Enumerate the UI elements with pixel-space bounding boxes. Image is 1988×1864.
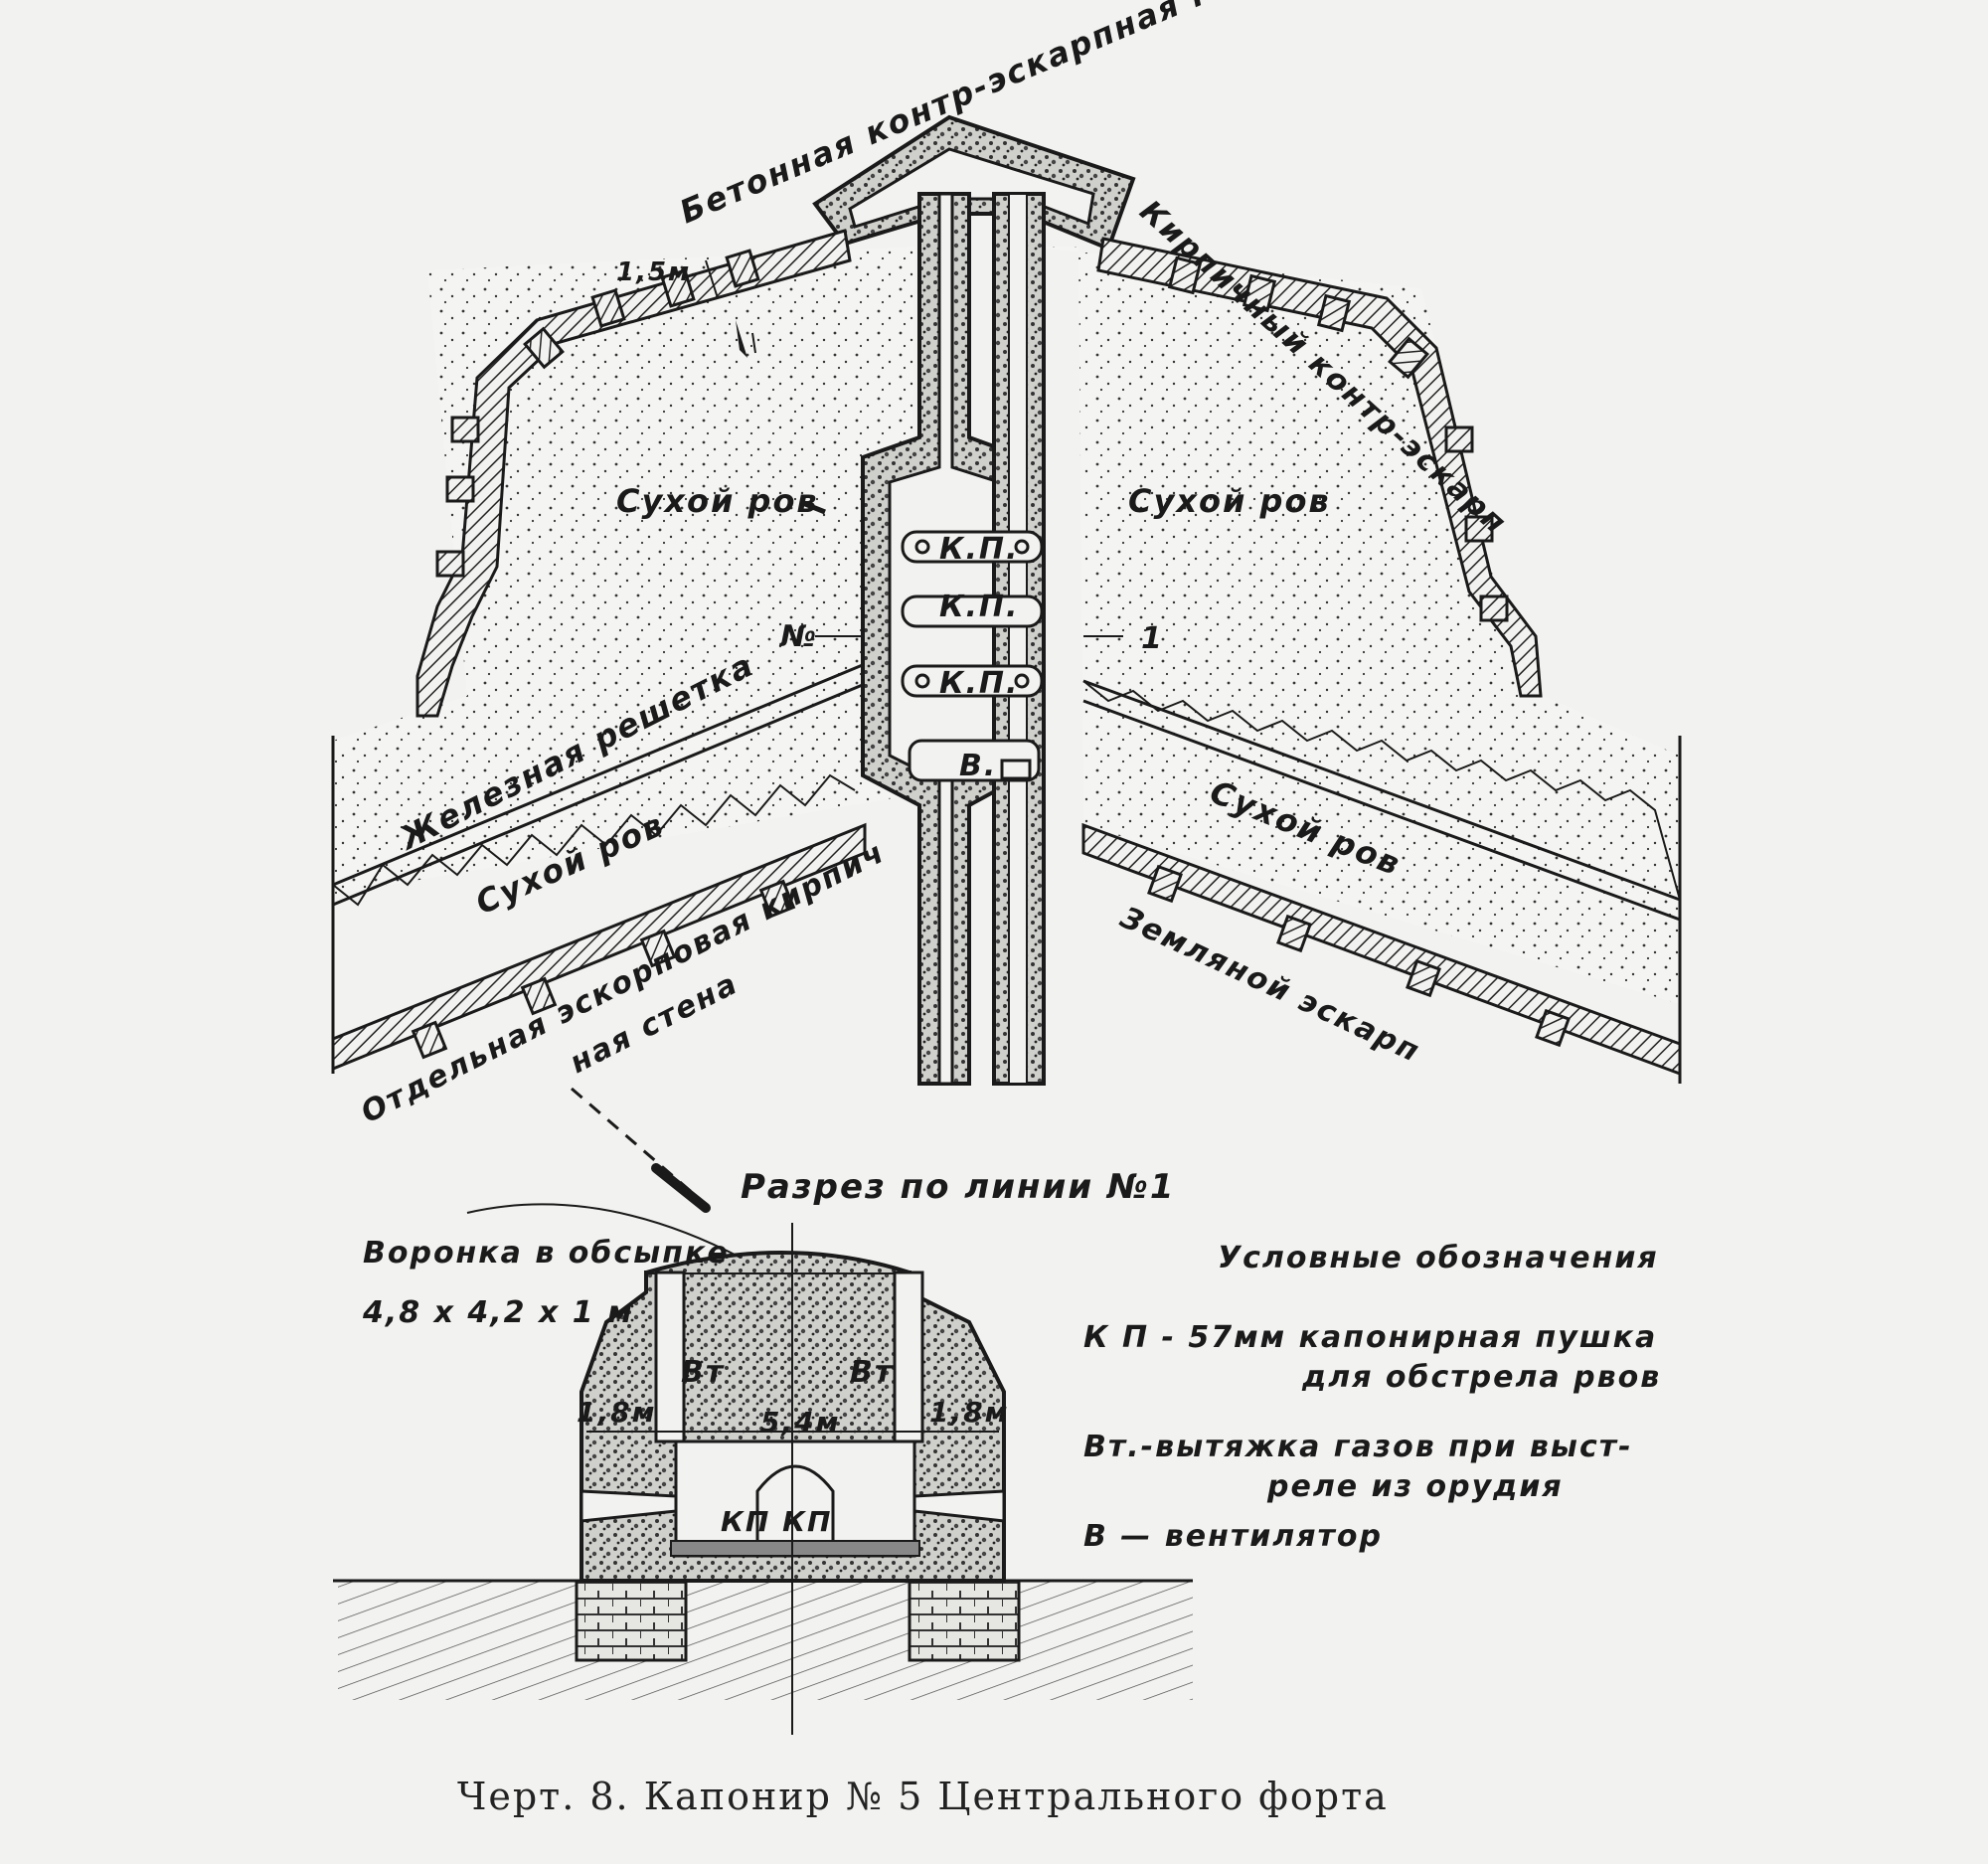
left-escarp-teeth [411, 879, 796, 1060]
dim-mid: 5,4м [760, 1406, 841, 1439]
plan-view: Бетонная контр-эскарпная галерея Кирпичн… [331, 0, 1682, 1130]
label-number-one: 1 [1141, 621, 1164, 656]
crater-mound [645, 1251, 911, 1274]
label-kp-1: К.П. [939, 532, 1019, 567]
legend-vt-line2: реле из орудия [1266, 1469, 1564, 1504]
legend-title: Условные обозначения [1218, 1241, 1659, 1275]
legend: Условные обозначения К П - 57мм капонирн… [1083, 1241, 1661, 1554]
lower-right-moat-band [1083, 636, 1680, 1004]
ground [338, 1581, 1193, 1700]
dim-left: 1,8м [577, 1396, 657, 1429]
right-counterscarp-wall [1096, 237, 1543, 698]
section-vt-left: Вт [681, 1355, 725, 1390]
left-iron-grille [332, 662, 866, 907]
right-buttresses [1167, 255, 1509, 622]
label-separate-wall-1: Отдельная эскорповая кирпич [356, 835, 892, 1130]
section-kp-pair: КП КП [721, 1505, 832, 1538]
concrete-gallery-inner [848, 147, 1095, 229]
label-kp-2: К.П. [939, 590, 1019, 624]
label-earth-escarp: Земляной эскарп [1114, 900, 1426, 1070]
caponier-inner-passage [888, 192, 1001, 1086]
embrasure-circles [914, 539, 1030, 689]
dim-right: 1,8м [929, 1396, 1010, 1429]
legend-kp-line2: для обстрела рвов [1301, 1360, 1661, 1395]
legend-v-line: В — вентилятор [1083, 1519, 1383, 1554]
label-kp-3: К.П. [939, 666, 1019, 701]
legend-kp-line1: К П - 57мм капонирная пушка [1083, 1320, 1657, 1355]
label-ventilator: В. [959, 749, 997, 783]
right-iron-grille [1082, 679, 1681, 922]
crater-label-1: Воронка в обсыпке [363, 1236, 730, 1271]
legend-vt-line1: Вт.-вытяжка газов при выст- [1083, 1430, 1633, 1464]
figure-caption: Черт. 8. Капонир № 5 Центрального форта [457, 1775, 1389, 1818]
label-thickness: 1,5м [616, 257, 691, 287]
ventilator-box [1000, 759, 1032, 780]
section-view: Разрез по линии №1 Воронка в обсыпке 4,8… [333, 1167, 1193, 1735]
right-escarp-teeth [1147, 864, 1571, 1048]
section-vt-right: Вт [850, 1355, 894, 1390]
label-number-sign: № [778, 619, 818, 654]
label-dry-moat-right: Сухой ров [1128, 482, 1331, 520]
label-dry-moat-left: Сухой ров [616, 482, 819, 520]
left-buttresses [435, 249, 760, 578]
section-title: Разрез по линии №1 [741, 1167, 1176, 1207]
crater-label-2: 4,8 х 4,2 х 1 м [362, 1295, 634, 1330]
section-leader [571, 1087, 717, 1215]
